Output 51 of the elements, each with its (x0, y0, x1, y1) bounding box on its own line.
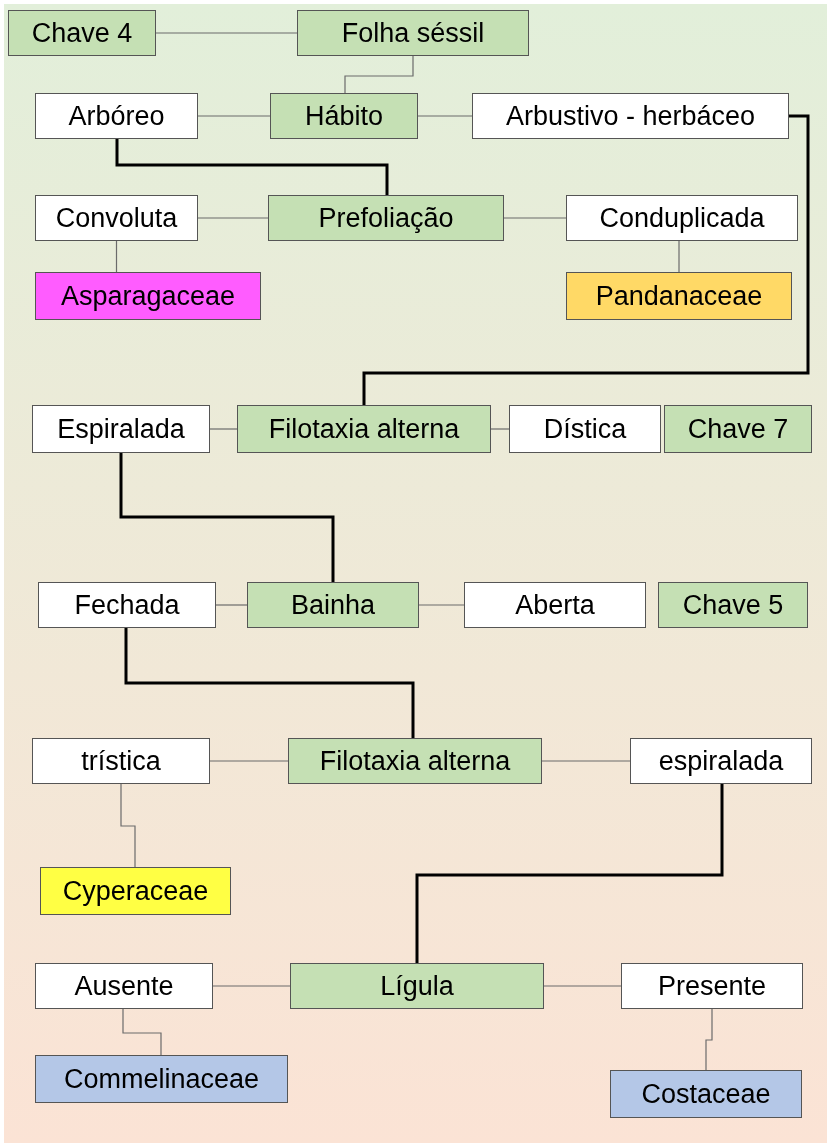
connector-line (155, 32, 298, 34)
key-box: Prefoliação (268, 195, 504, 241)
key-box: Filotaxia alterna (288, 738, 542, 784)
key-box: Filotaxia alterna (237, 405, 491, 453)
connector-line (209, 760, 289, 762)
connector-line (115, 240, 118, 273)
key-box: Dística (509, 405, 661, 453)
connector-line (344, 55, 414, 94)
key-box: trística (32, 738, 210, 784)
connector-line (197, 217, 269, 219)
connector-line (122, 1008, 162, 1056)
key-box: Bainha (247, 582, 419, 628)
key-box: Arbóreo (35, 93, 198, 139)
path-connector (119, 453, 335, 582)
connector-line (212, 985, 291, 987)
key-box: Aberta (464, 582, 646, 628)
connector-line (705, 1008, 713, 1071)
key-box: Commelinaceae (35, 1055, 288, 1103)
key-box: Lígula (290, 963, 544, 1009)
key-box: Pandanaceae (566, 272, 792, 320)
connector-line (120, 783, 136, 868)
connector-line (541, 760, 631, 762)
key-box: Chave 4 (8, 10, 156, 56)
key-box: Cyperaceae (40, 867, 231, 915)
key-box: Presente (621, 963, 803, 1009)
path-connector (124, 628, 415, 738)
path-connector (362, 114, 810, 405)
path-connector (415, 784, 724, 963)
path-connector (115, 139, 389, 195)
key-box: Espiralada (32, 405, 210, 453)
key-box: Chave 5 (658, 582, 808, 628)
key-box: Fechada (38, 582, 216, 628)
key-box: Costaceae (610, 1070, 802, 1118)
key-box: Convoluta (35, 195, 198, 241)
key-box: Asparagaceae (35, 272, 261, 320)
connector-line (503, 217, 567, 219)
connector-line (543, 985, 622, 987)
key-box: Conduplicada (566, 195, 798, 241)
key-box: Hábito (270, 93, 418, 139)
connector-line (418, 604, 465, 606)
connector-line (490, 428, 510, 430)
key-box: Arbustivo - herbáceo (472, 93, 789, 139)
connector-line (209, 428, 238, 430)
connector-line (678, 240, 680, 273)
key-box: Folha séssil (297, 10, 529, 56)
connector-line (197, 115, 271, 117)
key-box: Chave 7 (664, 405, 812, 453)
key-box: Ausente (35, 963, 213, 1009)
key-box: espiralada (630, 738, 812, 784)
connector-line (215, 604, 248, 606)
connector-line (417, 115, 473, 117)
